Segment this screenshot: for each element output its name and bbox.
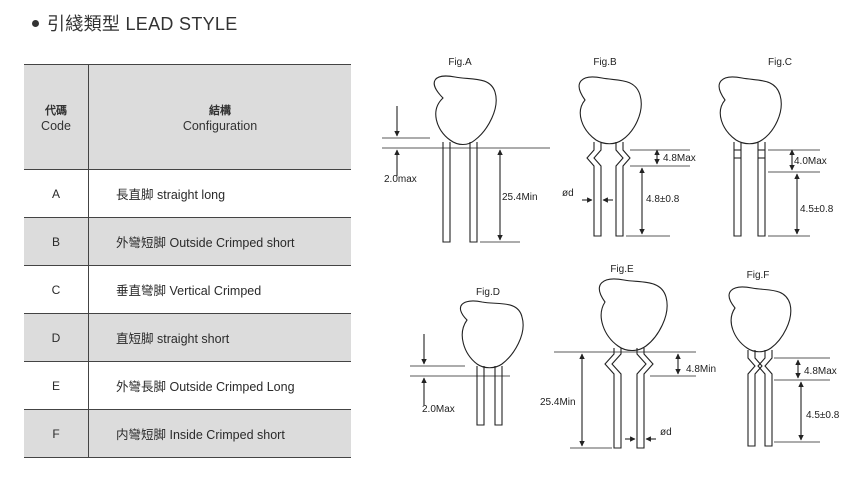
fig-b-dim-length: 4.8±0.8: [646, 194, 680, 205]
table-row: A 長直脚 straight long: [24, 169, 351, 218]
header-configuration: 結構 Configuration: [88, 64, 351, 170]
lead-left-d: [476, 366, 485, 426]
fig-c-label: Fig.C: [768, 57, 792, 68]
lead-left-f: [747, 350, 763, 447]
fig-a-label: Fig.A: [448, 57, 472, 68]
lead-style-table: 代碼 Code 結構 Configuration A 長直脚 straight …: [24, 64, 351, 458]
fig-a-dim-length: 25.4Min: [502, 192, 538, 203]
row-code: D: [24, 313, 89, 362]
figure-b: [578, 76, 690, 237]
section-title-text: 引綫類型 LEAD STYLE: [47, 14, 238, 34]
row-code: C: [24, 265, 89, 314]
row-config: 垂直彎脚 Vertical Crimped: [88, 265, 351, 314]
fig-e-dim-length: 25.4Min: [540, 397, 576, 408]
fig-d-label: Fig.D: [476, 287, 500, 298]
figure-f: [728, 286, 830, 447]
lead-right-d: [494, 366, 503, 426]
lead-right-c: [757, 142, 766, 237]
header-code-zh: 代碼: [45, 104, 67, 117]
capacitor-body-a: [433, 75, 497, 146]
lead-right-b: [615, 142, 631, 237]
fig-c-dim-length: 4.5±0.8: [800, 204, 834, 215]
capacitor-body-c: [718, 76, 782, 145]
row-config: 外彎短脚 Outside Crimped short: [88, 217, 351, 266]
row-code: A: [24, 169, 89, 218]
capacitor-body-d: [460, 300, 524, 369]
figure-c: [718, 76, 820, 237]
fig-d-dim-gap: 2.0Max: [422, 404, 455, 415]
row-code: B: [24, 217, 89, 266]
fig-b-dim-crimp: 4.8Max: [663, 153, 696, 164]
fig-f-label: Fig.F: [747, 270, 770, 281]
table-row: D 直短脚 straight short: [24, 313, 351, 362]
lead-style-figures: Fig.A 2.0max 25.4Min Fig.B 4.8Max 4.8±0.…: [382, 57, 840, 449]
table-row: C 垂直彎脚 Vertical Crimped: [24, 265, 351, 314]
row-config: 直短脚 straight short: [88, 313, 351, 362]
lead-left-a: [442, 142, 451, 243]
lead-right-f: [757, 350, 773, 447]
bullet-icon: [32, 19, 39, 27]
lead-left-e: [604, 348, 622, 449]
header-code-en: Code: [41, 118, 71, 133]
table-row: B 外彎短脚 Outside Crimped short: [24, 217, 351, 266]
section-title: 引綫類型 LEAD STYLE: [32, 10, 238, 36]
figure-e: [554, 278, 696, 449]
table-row: E 外彎長脚 Outside Crimped Long: [24, 361, 351, 410]
lead-right-a: [469, 142, 478, 243]
table-header-row: 代碼 Code 結構 Configuration: [24, 64, 351, 170]
row-config: 内彎短脚 Inside Crimped short: [88, 409, 351, 458]
fig-a-dim-gap: 2.0max: [384, 174, 417, 185]
fig-f-dim-crimp: 4.8Max: [804, 366, 837, 377]
capacitor-body-f: [728, 286, 792, 353]
lead-left-b: [586, 142, 602, 237]
fig-b-dim-diameter: ød: [562, 188, 574, 199]
capacitor-body-b: [578, 76, 642, 145]
header-config-en: Configuration: [182, 118, 258, 133]
lead-left-c: [733, 142, 742, 237]
capacitor-body-e: [598, 278, 668, 352]
figure-a: [382, 75, 550, 243]
row-config: 長直脚 straight long: [88, 169, 351, 218]
table-row: F 内彎短脚 Inside Crimped short: [24, 409, 351, 458]
header-code: 代碼 Code: [24, 64, 89, 170]
fig-e-dim-diameter: ød: [660, 427, 672, 438]
fig-f-dim-length: 4.5±0.8: [806, 410, 840, 421]
fig-b-label: Fig.B: [593, 57, 617, 68]
fig-e-dim-crimp: 4.8Min: [686, 364, 716, 375]
row-code: E: [24, 361, 89, 410]
row-config: 外彎長脚 Outside Crimped Long: [88, 361, 351, 410]
row-code: F: [24, 409, 89, 458]
lead-right-e: [636, 348, 654, 449]
fig-c-dim-crimp: 4.0Max: [794, 156, 827, 167]
header-config-zh: 結構: [209, 104, 231, 117]
figure-d: [410, 300, 524, 426]
fig-e-label: Fig.E: [610, 264, 634, 275]
